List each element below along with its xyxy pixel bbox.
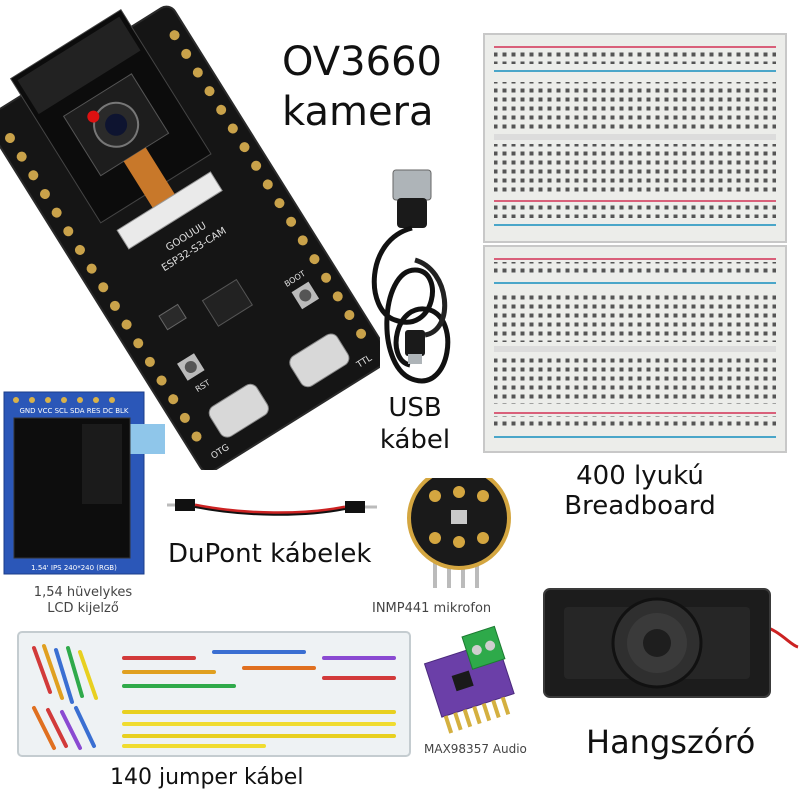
usb-label-line2: kábel [379,425,451,455]
amp-label: MAX98357 Audio [424,742,527,756]
esp32-camera-board: GOOUUU ESP32-S3-CAM BOOT RST OTG TTL [0,5,380,470]
max98357-amplifier [423,625,515,734]
lcd-module: GND VCC SCL SDA RES DC BLK 1.54' IPS 240… [3,391,165,575]
camera-label-line1: OV3660 [282,39,442,85]
lcd-label-line2: LCD kijelző [47,601,119,616]
speaker [543,588,799,698]
jumper-wire-kit [17,631,411,757]
breadboard-stack [483,33,787,453]
lcd-label-line1: 1,54 hüvelykes [33,585,133,600]
jumper-label: 140 jumper kábel [110,765,304,790]
usb-cable [371,169,451,384]
dupont-label: DuPont kábelek [168,539,372,569]
usb-label-line1: USB [388,393,442,423]
speaker-label: Hangszóró [586,723,756,761]
inmp441-microphone [407,478,511,588]
dupont-cable [167,499,377,516]
breadboard-label-line1: 400 lyukú [576,461,704,491]
breadboard-label-line2: Breadboard [564,491,716,521]
lcd-spec-text: 1.54' IPS 240*240 (RGB) [31,564,117,572]
lcd-pins-text: GND VCC SCL SDA RES DC BLK [20,407,129,415]
mic-label: INMP441 mikrofon [372,601,492,616]
camera-label-line2: kamera [282,89,434,135]
